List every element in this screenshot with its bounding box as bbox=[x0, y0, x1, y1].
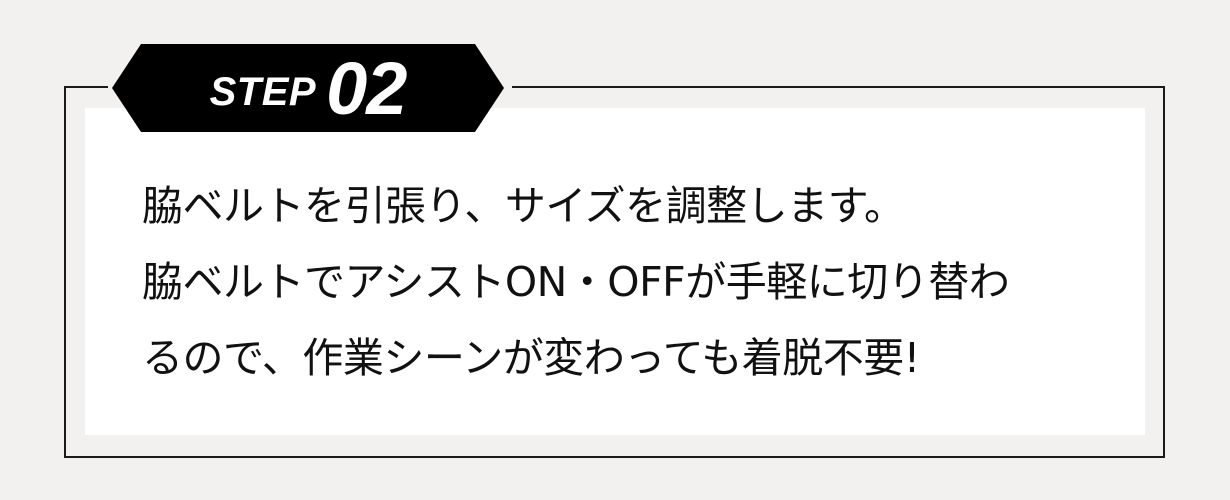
step-badge-number: 02 bbox=[326, 47, 407, 130]
step-description: 脇ベルトを引張り、サイズを調整します。 脇ベルトでアシストON・OFFが手軽に切… bbox=[142, 168, 1122, 396]
step-description-line-2: 脇ベルトでアシストON・OFFが手軽に切り替わ bbox=[142, 258, 1010, 306]
step-description-line-3: るので、作業シーンが変わっても着脱不要! bbox=[142, 334, 920, 382]
step-badge-label: STEP bbox=[209, 70, 317, 114]
card-frame-border bbox=[64, 86, 1165, 458]
step-description-line-1: 脇ベルトを引張り、サイズを調整します。 bbox=[142, 182, 905, 230]
step-badge: STEP 02 bbox=[112, 44, 504, 132]
content-panel bbox=[85, 108, 1145, 435]
